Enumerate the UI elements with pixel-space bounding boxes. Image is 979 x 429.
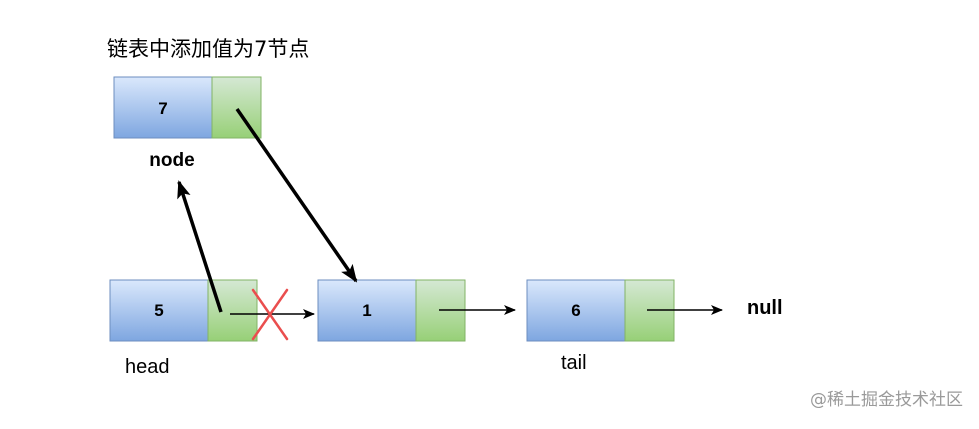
head-node-value: 5 (154, 301, 163, 320)
watermark: @稀土掘金技术社区 (810, 390, 963, 410)
new-node: 7 (113, 76, 262, 139)
head-node-pointer-cell (207, 279, 258, 342)
head-node-value-cell (109, 279, 209, 342)
tail-node-value-cell (526, 279, 626, 342)
tail-node-value: 6 (571, 301, 580, 320)
diagram-title: 链表中添加值为7节点 (107, 37, 309, 61)
new-node-value-cell (113, 76, 213, 139)
cross-icon (251, 288, 289, 341)
cross-stroke-b (251, 288, 289, 341)
middle-node: 1 (317, 279, 466, 342)
node-to-middle-arrow (235, 108, 358, 283)
new-node-label: node (149, 150, 194, 171)
null-label: null (747, 297, 783, 319)
head-label: head (125, 356, 170, 378)
new-node-value: 7 (158, 99, 167, 118)
tail-label: tail (561, 352, 587, 374)
head-to-node-arrow (177, 180, 223, 313)
head-node: 5 (109, 279, 258, 342)
new-node-pointer-cell (211, 76, 262, 139)
middle-node-value-cell (317, 279, 417, 342)
middle-node-value: 1 (362, 301, 371, 320)
